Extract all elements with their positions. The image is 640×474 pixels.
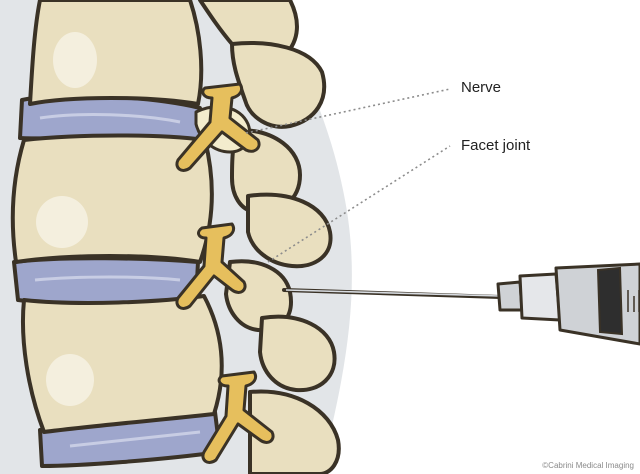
vertebral-bodies	[13, 0, 222, 432]
facet-joint-label: Facet joint	[461, 137, 530, 154]
syringe-tip	[520, 274, 560, 320]
nerve-label: Nerve	[461, 79, 501, 96]
disc-middle	[14, 258, 198, 304]
syringe-plunger	[598, 268, 622, 334]
needle-hub	[498, 282, 522, 310]
copyright-credit: ©Cabrini Medical Imaging	[542, 461, 634, 470]
